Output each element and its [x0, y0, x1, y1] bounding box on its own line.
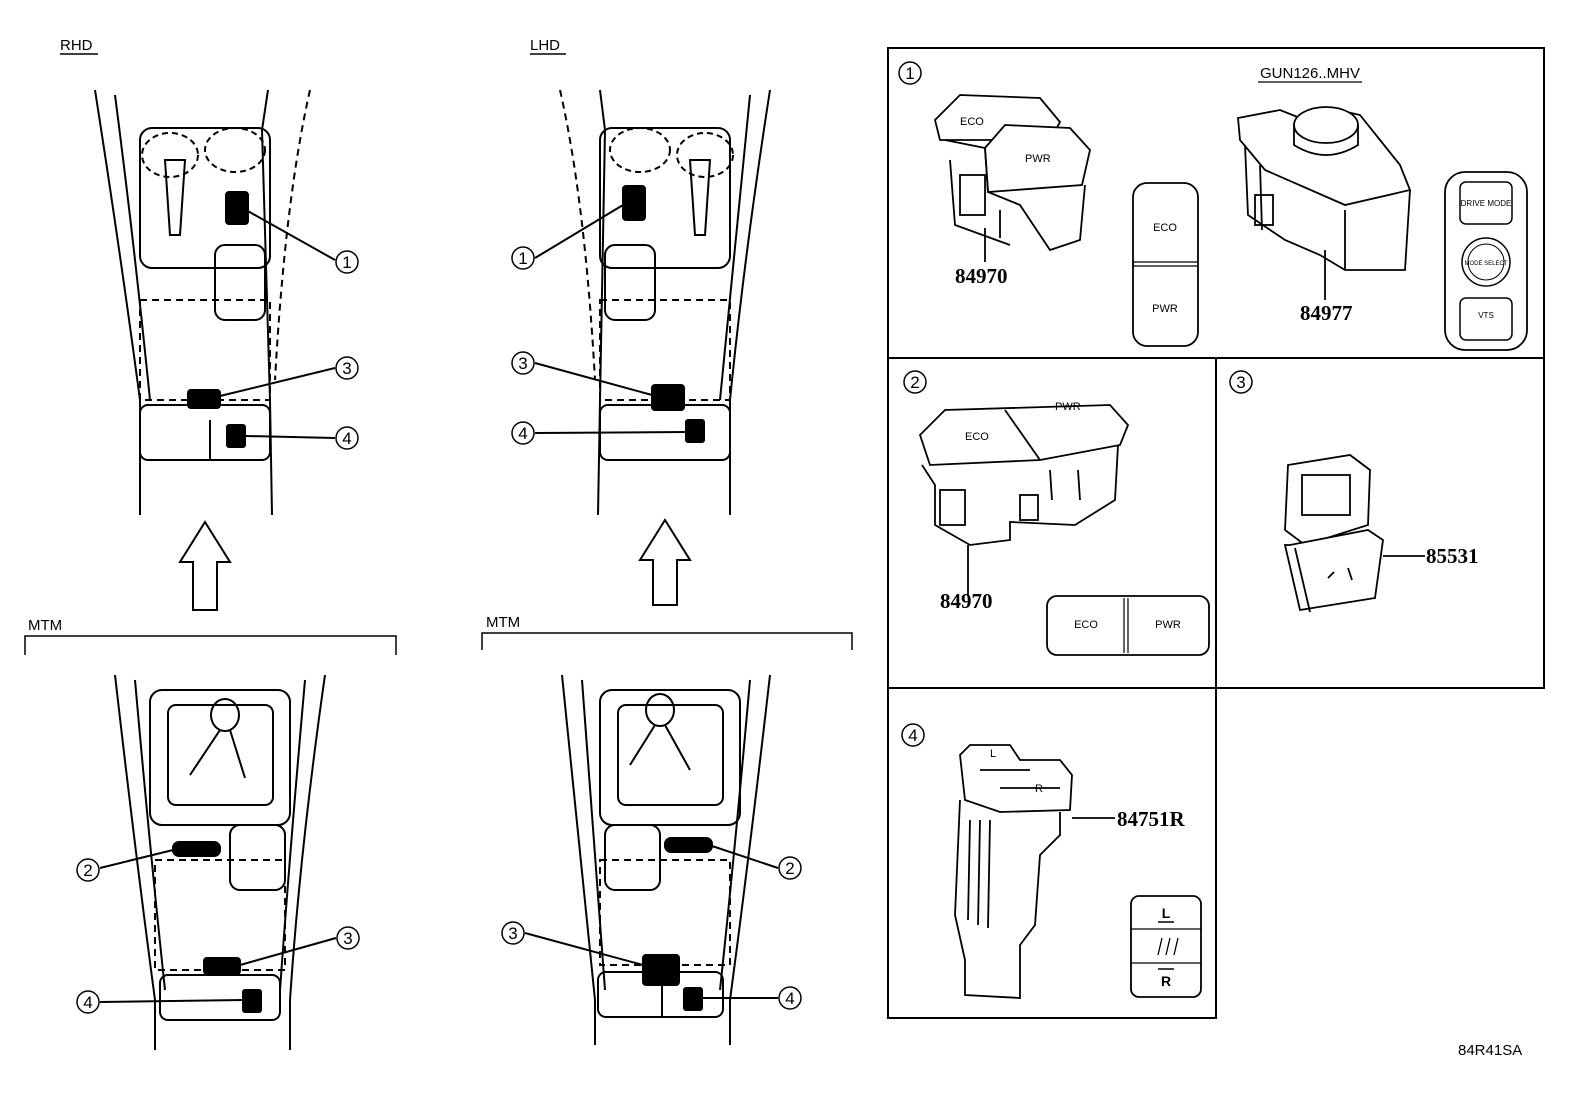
rhd-callouts: 1 3 4: [335, 250, 359, 450]
panel-3: 3 85531: [1229, 370, 1479, 613]
rhd-label: RHD: [60, 37, 93, 54]
svg-text:3: 3: [343, 929, 352, 948]
svg-text:PWR: PWR: [1155, 619, 1181, 631]
part-number-84751R: 84751R: [1117, 807, 1186, 831]
svg-text:ECO: ECO: [960, 116, 984, 128]
svg-text:MODE SELECT: MODE SELECT: [1464, 261, 1507, 267]
mtm-rhd-console-view: [99, 674, 337, 1050]
mtm-rhd-callouts: 2 3 4: [76, 858, 360, 1014]
part-number-84977: 84977: [1300, 301, 1353, 325]
svg-text:L: L: [1162, 905, 1171, 921]
svg-text:3: 3: [1236, 373, 1245, 392]
switch-84970-iso: [934, 94, 1091, 262]
socket-85531-iso: [1283, 454, 1425, 613]
rhd-console-view: RHD: [60, 37, 336, 516]
svg-text:VTS: VTS: [1478, 311, 1494, 320]
svg-text:L: L: [990, 748, 996, 760]
seat-heater-icon: [1157, 937, 1179, 956]
svg-text:3: 3: [508, 924, 517, 943]
lhd-callouts: 1 3 4: [511, 246, 535, 445]
panel-4: 4 L R 84751R L R: [901, 723, 1202, 999]
arrow-up-icon: [638, 518, 692, 606]
variant-label: GUN126..MHV: [1260, 65, 1360, 82]
svg-text:PWR: PWR: [1055, 401, 1081, 413]
part-number-84970: 84970: [955, 264, 1008, 288]
svg-text:1: 1: [518, 249, 527, 268]
part-number-84970-b: 84970: [940, 589, 993, 613]
svg-text:1: 1: [342, 253, 351, 272]
svg-text:4: 4: [342, 429, 351, 448]
drive-mode-switch-face: DRIVE MODE MODE SELECT VTS: [1444, 171, 1528, 351]
switch-84970-iso-b: [918, 404, 1130, 595]
detail-panels-frame: [887, 47, 1545, 1019]
svg-text:ECO: ECO: [1153, 222, 1177, 234]
svg-text:4: 4: [83, 993, 92, 1012]
arrow-up-icon: [178, 520, 232, 611]
svg-text:ECO: ECO: [1074, 619, 1098, 631]
svg-text:4: 4: [518, 424, 527, 443]
svg-text:1: 1: [905, 64, 914, 83]
svg-text:MTM: MTM: [28, 617, 62, 634]
svg-text:MTM: MTM: [486, 614, 520, 631]
svg-text:2: 2: [910, 373, 919, 392]
panel-2: 2 ECO PWR 84970 ECO PWR: [903, 370, 1210, 656]
svg-text:4: 4: [785, 989, 794, 1008]
mtm-lhd-callouts: 2 3 4: [501, 856, 802, 1010]
mtm-left-bracket: MTM: [24, 617, 397, 655]
mtm-lhd-console-view: [524, 674, 779, 1045]
part-number-85531: 85531: [1426, 544, 1479, 568]
lhd-console-view: LHD: [530, 37, 771, 516]
svg-text:R: R: [1035, 783, 1043, 795]
svg-text:DRIVE MODE: DRIVE MODE: [1461, 199, 1512, 208]
svg-text:3: 3: [342, 359, 351, 378]
svg-text:ECO: ECO: [965, 431, 989, 443]
seat-heater-switch-iso: [954, 744, 1115, 999]
svg-text:4: 4: [908, 726, 917, 745]
svg-text:R: R: [1161, 973, 1171, 989]
svg-text:3: 3: [518, 354, 527, 373]
figure-code: 84R41SA: [1458, 1042, 1522, 1059]
switch-84977-iso: [1237, 106, 1412, 300]
svg-text:PWR: PWR: [1152, 303, 1178, 315]
mtm-right-bracket: MTM: [481, 614, 853, 650]
panel-1: 1 GUN126..MHV ECO PWR 84970 ECO PWR: [898, 61, 1528, 351]
eco-pwr-switch-face: [1132, 182, 1199, 347]
seat-heater-switch-face: L R: [1130, 895, 1202, 998]
lhd-label: LHD: [530, 37, 560, 54]
svg-text:PWR: PWR: [1025, 153, 1051, 165]
svg-text:2: 2: [785, 859, 794, 878]
svg-text:2: 2: [83, 861, 92, 880]
